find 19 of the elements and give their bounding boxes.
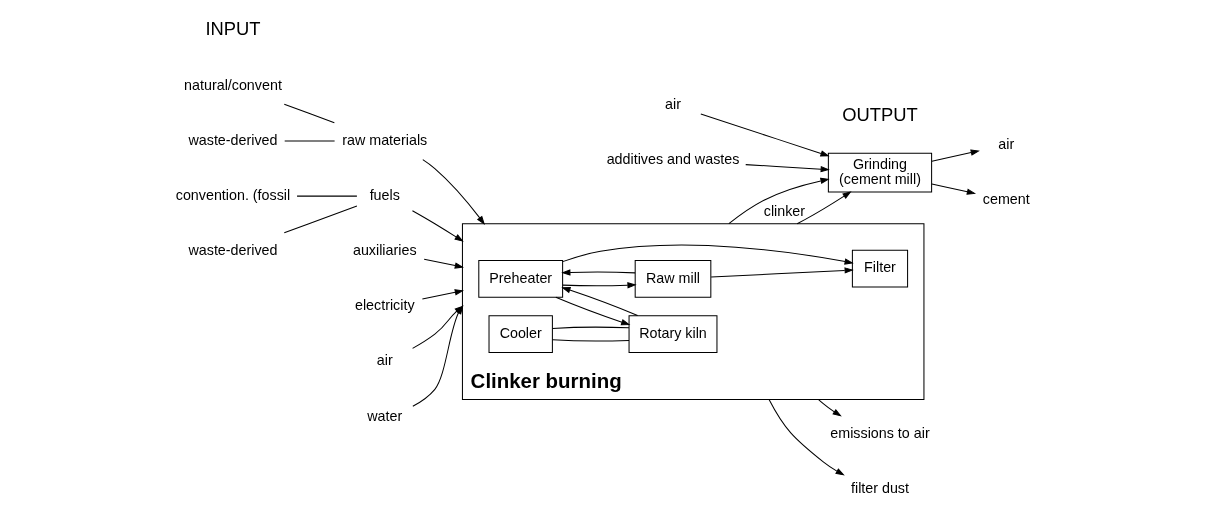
node-text: air [664, 95, 681, 112]
node-text: electricity [354, 297, 415, 314]
node-text: air [997, 135, 1014, 152]
node-text: air [376, 352, 393, 369]
node-text: auxiliaries [352, 242, 417, 259]
node-text: raw materials [341, 131, 427, 148]
node-text: water [366, 407, 402, 424]
node-text: natural/convent [183, 76, 282, 93]
node-text: waste-derived [187, 131, 277, 148]
label: INPUT [204, 18, 261, 40]
node-text: cement [982, 190, 1030, 207]
node-text: convention. (fossil [175, 186, 290, 203]
node-text: emissions to air [829, 425, 930, 442]
edge-label: clinker [763, 202, 805, 219]
node-text: fuels [369, 186, 400, 203]
node-text: waste-derived [187, 242, 277, 259]
node-text: filter dust [850, 480, 909, 497]
node-text: additives and wastes [606, 151, 739, 168]
label: OUTPUT [841, 103, 918, 125]
